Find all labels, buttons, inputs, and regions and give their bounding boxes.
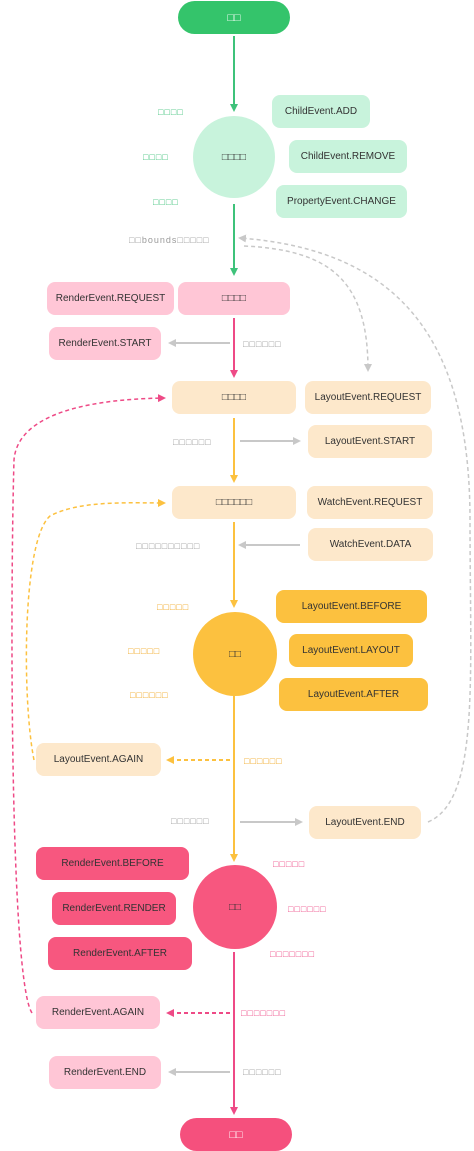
label-pink-2: □□□□□□ bbox=[288, 904, 327, 914]
label-green-3: □□□□ bbox=[153, 197, 179, 207]
property-change-event: PropertyEvent.CHANGE bbox=[276, 185, 407, 218]
label-green-1: □□□□ bbox=[158, 107, 184, 117]
label-render-start: □□□□□□ bbox=[243, 339, 282, 349]
dashed-layout-again-loop bbox=[25, 498, 166, 761]
render-circle: □□ bbox=[193, 865, 277, 949]
watch-request-event: WatchEvent.REQUEST bbox=[307, 486, 433, 519]
layout-layout-event: LayoutEvent.LAYOUT bbox=[289, 634, 413, 667]
label-render-end: □□□□□□ bbox=[243, 1067, 282, 1077]
label-yellow-2: □□□□□ bbox=[128, 646, 161, 656]
label-watch-data: □□□□□□□□□□ bbox=[136, 541, 201, 551]
render-request-node: □□□□ bbox=[178, 282, 290, 315]
layout-after-event: LayoutEvent.AFTER bbox=[279, 678, 428, 711]
label-layout-end: □□□□□□ bbox=[171, 816, 210, 826]
end-node: □□ bbox=[180, 1118, 292, 1151]
dashed-render-again-loop bbox=[11, 394, 166, 1014]
render-start-event: RenderEvent.START bbox=[49, 327, 161, 360]
label-yellow-1: □□□□□ bbox=[157, 602, 190, 612]
label-bounds: □□bounds□□□□□ bbox=[129, 235, 210, 245]
layout-end-event: LayoutEvent.END bbox=[309, 806, 421, 839]
label-render-again: □□□□□□□ bbox=[241, 1008, 287, 1018]
dashed-layout-end-loop bbox=[238, 234, 472, 823]
layout-request-event: LayoutEvent.REQUEST bbox=[305, 381, 431, 414]
watch-node: □□□□□□ bbox=[172, 486, 296, 519]
label-pink-3: □□□□□□□ bbox=[270, 949, 316, 959]
render-after-event: RenderEvent.AFTER bbox=[48, 937, 192, 970]
dashed-bounds-to-layout-request bbox=[243, 245, 372, 372]
render-end-event: RenderEvent.END bbox=[49, 1056, 161, 1089]
layout-circle: □□ bbox=[193, 612, 277, 696]
render-before-event: RenderEvent.BEFORE bbox=[36, 847, 189, 880]
child-add-event: ChildEvent.ADD bbox=[272, 95, 370, 128]
render-again-event: RenderEvent.AGAIN bbox=[36, 996, 160, 1029]
label-green-2: □□□□ bbox=[143, 152, 169, 162]
label-pink-1: □□□□□ bbox=[273, 859, 306, 869]
start-node: □□ bbox=[178, 1, 290, 34]
layout-before-event: LayoutEvent.BEFORE bbox=[276, 590, 427, 623]
child-change-circle: □□□□ bbox=[193, 116, 275, 198]
render-request-event: RenderEvent.REQUEST bbox=[47, 282, 174, 315]
label-yellow-3: □□□□□□ bbox=[130, 690, 169, 700]
layout-start-event: LayoutEvent.START bbox=[308, 425, 432, 458]
render-render-event: RenderEvent.RENDER bbox=[52, 892, 176, 925]
child-remove-event: ChildEvent.REMOVE bbox=[289, 140, 407, 173]
layout-node: □□□□ bbox=[172, 381, 296, 414]
watch-data-event: WatchEvent.DATA bbox=[308, 528, 433, 561]
label-layout-start: □□□□□□ bbox=[173, 437, 212, 447]
label-layout-again: □□□□□□ bbox=[244, 756, 283, 766]
layout-again-event: LayoutEvent.AGAIN bbox=[36, 743, 161, 776]
